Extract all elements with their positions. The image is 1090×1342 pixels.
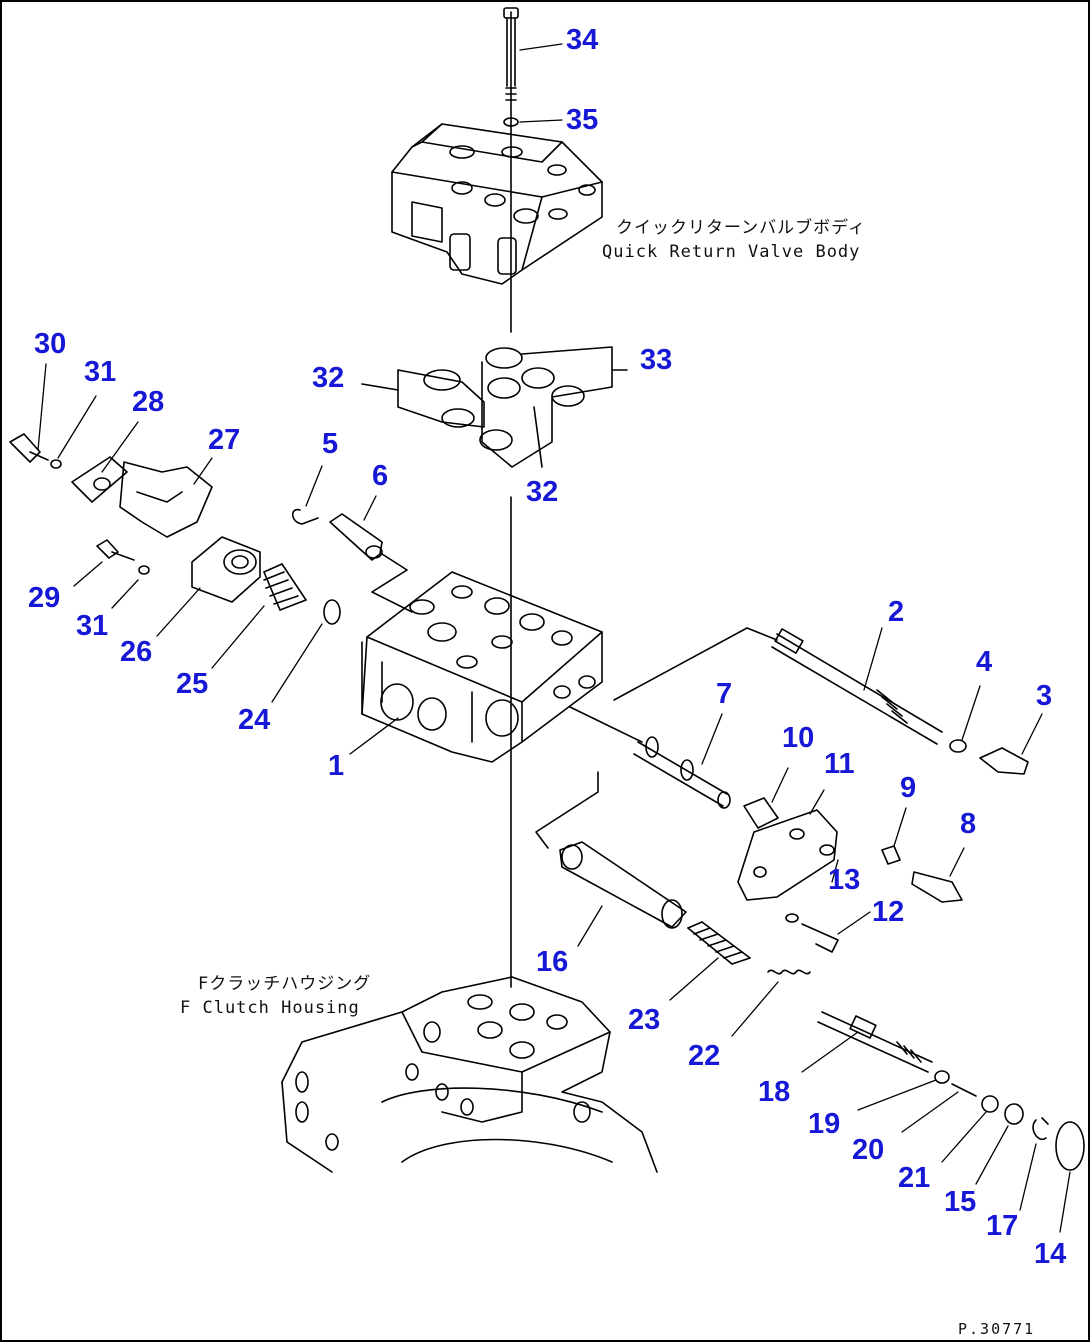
o-ring-24 [323,599,341,625]
part-label-4[interactable]: 4 [976,646,993,678]
part-label-27[interactable]: 27 [208,424,241,456]
part-label-7[interactable]: 7 [716,678,733,710]
part-label-31-lower[interactable]: 31 [76,610,109,642]
plug-15 [1004,1103,1024,1125]
washer-13 [785,913,799,923]
plug-6 [329,513,413,613]
plate-11 [737,809,838,901]
part-label-19[interactable]: 19 [808,1108,841,1140]
drawing-id: P.30771 [958,1320,1036,1338]
part-label-6[interactable]: 6 [372,460,389,492]
part-label-20[interactable]: 20 [852,1134,885,1166]
clutch-housing-callout-jp: Fクラッチハウジング [198,974,372,994]
snap-ring-17 [1032,1117,1049,1141]
part-label-13[interactable]: 13 [828,864,861,896]
gasket-set-32-33 [361,346,628,468]
snap-ring-5 [291,508,319,525]
part-label-32-lower[interactable]: 32 [526,476,559,508]
part-label-31[interactable]: 31 [84,356,117,388]
sleeve-21 [981,1095,999,1113]
spring-20 [951,1083,977,1097]
spring-22 [767,969,811,975]
part-label-21[interactable]: 21 [898,1162,931,1194]
plug-19 [934,1070,950,1084]
part-label-10[interactable]: 10 [782,722,815,754]
flange-group-27-28 [9,433,213,538]
quick-return-valve-body [391,123,603,285]
part-label-12[interactable]: 12 [872,896,905,928]
part-label-5[interactable]: 5 [322,428,339,460]
valve-body-callout-jp: クイックリターンバルブボディ [616,218,866,238]
part-label-11[interactable]: 11 [824,748,855,780]
part-label-35[interactable]: 35 [566,104,599,136]
part-label-14[interactable]: 14 [1034,1238,1067,1270]
part-label-15[interactable]: 15 [944,1186,977,1218]
sleeve-10 [743,797,779,829]
part-label-17[interactable]: 17 [986,1210,1019,1242]
connector-3 [979,747,1029,775]
washer-35 [503,117,519,127]
part-label-28[interactable]: 28 [132,386,165,418]
spool-7 [569,706,731,809]
part-label-8[interactable]: 8 [960,808,977,840]
part-label-24[interactable]: 24 [238,704,271,736]
bolt-12 [801,923,839,953]
valve-body-callout-en: Quick Return Valve Body [602,242,861,262]
part-label-34[interactable]: 34 [566,24,599,56]
cover-26-bolt-29 [96,536,261,603]
cap-14 [1055,1121,1085,1171]
spool-2 [613,627,943,745]
part-label-22[interactable]: 22 [688,1040,721,1072]
part-label-2[interactable]: 2 [888,596,905,628]
part-label-32[interactable]: 32 [312,362,345,394]
part-label-25[interactable]: 25 [176,668,209,700]
bolt-34 [503,7,519,101]
part-label-33[interactable]: 33 [640,344,673,376]
f-clutch-housing [281,976,658,1173]
leader-lines [37,43,1071,1233]
main-valve-body-1 [361,571,603,763]
part-label-29[interactable]: 29 [28,582,61,614]
part-label-26[interactable]: 26 [120,636,153,668]
spool-18 [817,1011,933,1073]
spring-25 [263,563,307,611]
part-label-3[interactable]: 3 [1036,680,1053,712]
spring-23 [687,921,751,965]
spool-16 [535,771,687,929]
part-label-16[interactable]: 16 [536,946,569,978]
part-label-18[interactable]: 18 [758,1076,791,1108]
part-label-9[interactable]: 9 [900,772,917,804]
bolt-9 [881,845,901,865]
clutch-housing-callout-en: F Clutch Housing [180,998,360,1018]
part-label-23[interactable]: 23 [628,1004,661,1036]
plug-4 [949,739,967,753]
part-label-1[interactable]: 1 [328,750,345,782]
part-label-30[interactable]: 30 [34,328,67,360]
connector-8 [911,871,963,903]
